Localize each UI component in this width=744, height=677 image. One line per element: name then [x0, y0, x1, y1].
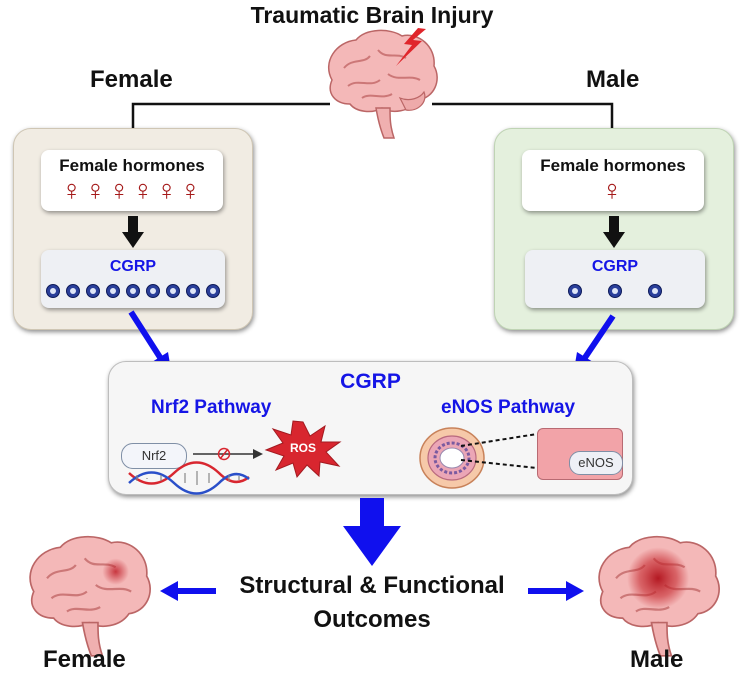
brain-icon [29, 535, 151, 657]
vessel-icon [419, 427, 485, 489]
female-hormones-label: Female hormones [59, 156, 205, 175]
outcomes-line-2: Outcomes [313, 606, 431, 633]
big-down-arrow [343, 498, 401, 566]
outcomes-text: Structural & Functional Outcomes [0, 569, 744, 637]
receptor-icon [86, 284, 100, 298]
male-cgrp-box: CGRP [525, 250, 705, 308]
receptor-row [568, 284, 662, 298]
male-label-top: Male [586, 66, 640, 93]
receptor-icon [186, 284, 200, 298]
male-down-arrow [603, 216, 625, 248]
dna-icon [128, 461, 250, 495]
brain-icon [598, 535, 720, 657]
female-label-bottom: Female [43, 646, 126, 673]
receptor-icon [146, 284, 160, 298]
cgrp-center-panel: CGRP Nrf2 Pathway eNOS Pathway Nrf2 ROS … [108, 361, 633, 495]
receptor-icon [568, 284, 582, 298]
center-cgrp-title: CGRP [340, 370, 401, 393]
female-hormones-box: Female hormones ♀♀♀♀♀♀ [41, 150, 223, 211]
venus-symbol-icon: ♀♀♀♀♀♀ [60, 175, 204, 207]
lightning-icon [396, 28, 426, 66]
receptor-icon [46, 284, 60, 298]
venus-symbol-icon: ♀ [601, 175, 625, 207]
zoom-lines [460, 433, 538, 469]
male-hormones-label: Female hormones [540, 156, 686, 175]
female-down-arrow [122, 216, 144, 248]
right-arrow [528, 581, 584, 601]
receptor-icon [126, 284, 140, 298]
male-label-bottom: Male [630, 646, 684, 673]
receptor-icon [608, 284, 622, 298]
ros-label: ROS [289, 441, 316, 455]
receptor-row [46, 284, 220, 298]
receptor-icon [648, 284, 662, 298]
receptor-icon [206, 284, 220, 298]
receptor-icon [166, 284, 180, 298]
nrf2-pill-label: Nrf2 [141, 448, 167, 463]
female-cgrp-label: CGRP [109, 258, 157, 275]
left-arrow [160, 581, 216, 601]
enos-pill-label: eNOS [578, 455, 614, 470]
female-cgrp-box: CGRP [41, 250, 225, 308]
outcomes-line-1: Structural & Functional [239, 572, 505, 599]
female-label-top: Female [90, 66, 173, 93]
ros-burst-icon [264, 420, 342, 479]
male-cgrp-label: CGRP [591, 258, 639, 275]
nrf2-pathway-label: Nrf2 Pathway [151, 397, 272, 418]
page-title: Traumatic Brain Injury [250, 2, 494, 28]
receptor-icon [106, 284, 120, 298]
inhibition-icon [193, 447, 263, 461]
nrf2-pill: Nrf2 [121, 443, 187, 469]
enos-pill: eNOS [569, 451, 623, 475]
receptor-icon [66, 284, 80, 298]
male-panel: Female hormones ♀ CGRP [494, 128, 734, 330]
enos-pathway-label: eNOS Pathway [441, 397, 576, 418]
male-hormones-box: Female hormones ♀ [522, 150, 704, 211]
